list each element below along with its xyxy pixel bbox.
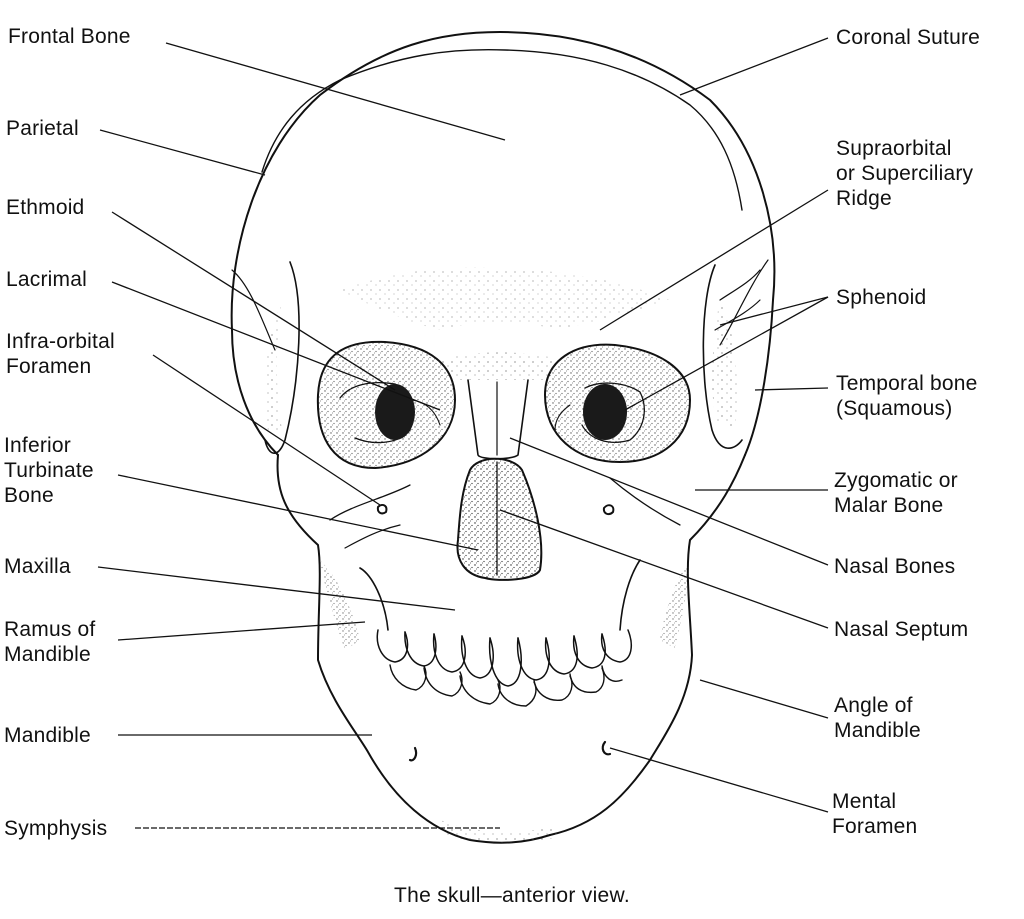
label-inferior-turbinate-bone: Inferior Turbinate Bone: [4, 434, 94, 507]
figure-caption: The skull—anterior view.: [394, 884, 630, 907]
leader-lacrimal: [111, 281, 441, 411]
leader-infraorbital: [152, 354, 381, 506]
leader-ethmoid: [111, 211, 396, 391]
label-zygomatic-bone: Zygomatic or Malar Bone: [834, 469, 958, 517]
label-parietal: Parietal: [6, 117, 79, 140]
leader-frontal-bone: [165, 42, 506, 141]
leader-ramus: [117, 621, 366, 641]
leader-temporal: [754, 387, 829, 391]
label-ramus-of-mandible: Ramus of Mandible: [4, 618, 96, 666]
cranium-outline: [230, 31, 776, 456]
label-nasal-septum: Nasal Septum: [834, 618, 969, 641]
leader-nasal-bones: [509, 437, 829, 566]
leader-parietal: [99, 129, 266, 176]
leader-inferior-turbinate: [117, 474, 479, 551]
leader-coronal-suture: [679, 37, 829, 96]
label-sphenoid: Sphenoid: [836, 286, 927, 309]
coronal-suture-line: [261, 49, 743, 211]
label-temporal-bone: Temporal bone (Squamous): [836, 372, 978, 420]
leader-mental-foramen: [609, 747, 829, 813]
nasal-bones-outline: [467, 379, 529, 460]
leader-nasal-septum: [499, 509, 829, 629]
ramus-right: [619, 559, 641, 631]
infraorbital-foramen-right: [602, 504, 615, 516]
leader-maxilla: [97, 566, 456, 611]
leader-angle-mandible: [699, 679, 829, 719]
leader-sphenoid-1: [719, 296, 829, 326]
face-outline-right: [549, 454, 746, 836]
temporal-left: [264, 261, 300, 454]
temporal-right: [702, 264, 743, 449]
label-ethmoid: Ethmoid: [6, 196, 85, 219]
label-supraorbital-ridge: Supraorbital or Superciliary Ridge: [836, 137, 974, 210]
lower-teeth: [389, 664, 623, 707]
label-frontal-bone: Frontal Bone: [8, 25, 131, 48]
label-symphysis: Symphysis: [4, 817, 108, 840]
mental-foramen-right: [601, 740, 612, 756]
label-maxilla: Maxilla: [4, 555, 71, 578]
upper-teeth: [376, 629, 633, 687]
label-nasal-bones: Nasal Bones: [834, 555, 956, 578]
label-mental-foramen: Mental Foramen: [832, 790, 918, 838]
ramus-left: [359, 567, 389, 631]
label-coronal-suture: Coronal Suture: [836, 26, 981, 49]
leader-sphenoid-2: [624, 296, 829, 411]
label-lacrimal: Lacrimal: [6, 268, 87, 291]
label-infra-orbital-foramen: Infra-orbital Foramen: [6, 330, 115, 378]
label-angle-of-mandible: Angle of Mandible: [834, 694, 921, 742]
infraorbital-foramen-left: [376, 503, 388, 515]
label-mandible: Mandible: [4, 724, 91, 747]
leader-supraorbital: [599, 189, 829, 331]
mental-foramen-left: [408, 746, 418, 762]
